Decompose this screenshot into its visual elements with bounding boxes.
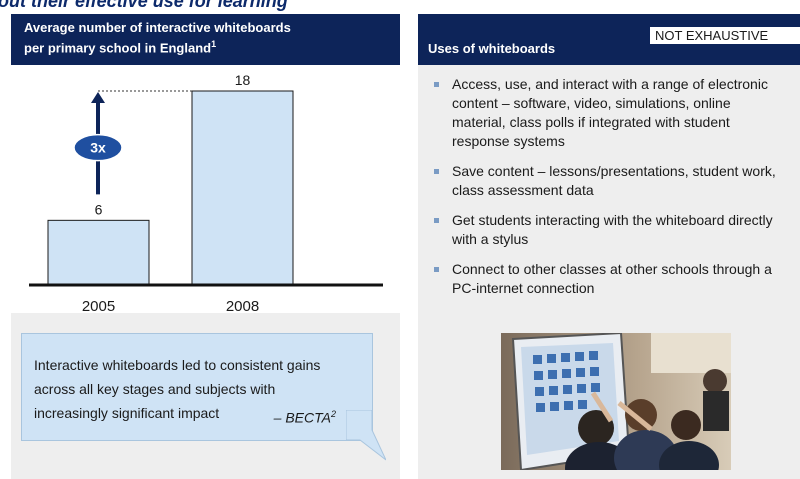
- right-panel-header: Uses of whiteboards NOT EXHAUSTIVE: [418, 14, 800, 65]
- quote-source-name: – BECTA: [273, 409, 331, 426]
- students-whiteboard-photo: [501, 333, 731, 470]
- list-item-text: Connect to other classes at other school…: [452, 261, 772, 296]
- list-item-text: Access, use, and interact with a range o…: [452, 76, 768, 149]
- bullet-icon: [434, 267, 439, 272]
- bar-value-label: 18: [235, 72, 251, 88]
- quote-source: – BECTA2: [274, 409, 336, 426]
- quote-source-footnote: 2: [330, 409, 336, 419]
- bar-chart: 6 2005 18 2008 3x: [11, 65, 400, 313]
- chart-title-footnote: 1: [211, 39, 217, 49]
- chart-title: Average number of interactive whiteboard…: [24, 19, 291, 56]
- quote-callout: Interactive whiteboards led to consisten…: [21, 333, 373, 441]
- callout-fold-icon: [346, 410, 386, 461]
- bullet-icon: [434, 169, 439, 174]
- slide-title-text: out their effective use for learning: [0, 0, 288, 11]
- x-tick-label: 2008: [226, 298, 259, 313]
- bar: [47, 219, 150, 286]
- bullet-icon: [434, 218, 439, 223]
- list-item-text: Save content – lessons/presentations, st…: [452, 163, 776, 198]
- list-item-text: Get students interacting with the whiteb…: [452, 212, 773, 247]
- x-tick-label: 2005: [82, 298, 115, 313]
- bullet-icon: [434, 82, 439, 87]
- growth-badge-label: 3x: [90, 140, 106, 156]
- growth-arrow-head-icon: [91, 92, 105, 103]
- bar-chart-svg: 6 2005 18 2008 3x: [29, 72, 383, 313]
- not-exhaustive-badge: NOT EXHAUSTIVE: [650, 27, 800, 44]
- bar: [191, 90, 294, 286]
- chart-title-line1: Average number of interactive whiteboard…: [24, 20, 291, 35]
- chart-title-line2: per primary school in England: [24, 40, 212, 56]
- bar-value-label: 6: [95, 201, 103, 217]
- left-panel-header: Average number of interactive whiteboard…: [11, 14, 400, 65]
- growth-badge: [73, 133, 123, 162]
- cut-off-slide-title: out their effective use for learning: [0, 0, 800, 14]
- quote-text: Interactive whiteboards led to consisten…: [34, 357, 321, 421]
- uses-title: Uses of whiteboards: [428, 41, 556, 56]
